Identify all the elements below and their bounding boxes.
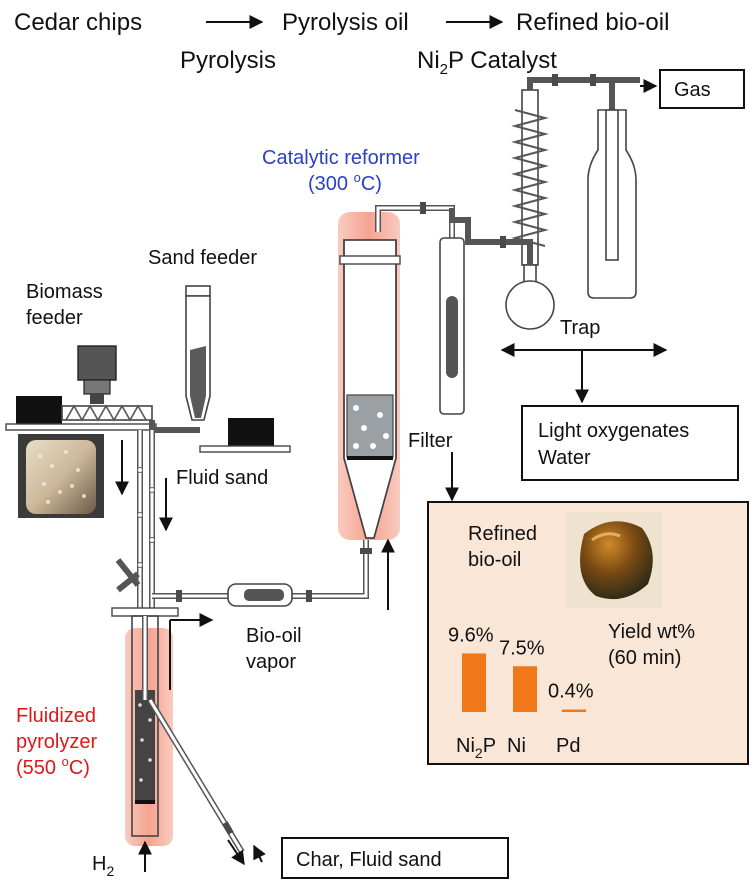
- char-arrow: [227, 839, 245, 866]
- category-label-ni: Ni: [507, 735, 526, 757]
- pyrolyzer-bed: [135, 690, 155, 800]
- reformer-temperature-label: (300 oC): [308, 170, 382, 195]
- bar-pd: [562, 709, 586, 712]
- filter: Filter: [408, 237, 465, 452]
- cedar-chips-photo: [18, 434, 104, 518]
- yield-time-label: (60 min): [608, 647, 681, 669]
- bottle-dip-tube: [605, 109, 619, 261]
- pyrolysis-oil-label: Pyrolysis oil: [282, 9, 409, 36]
- value-label-pd: 0.4%: [548, 681, 594, 703]
- refined-bio-oil-label: Refined bio-oil: [516, 9, 669, 36]
- water-label: Water: [538, 447, 591, 469]
- filter-label: Filter: [408, 430, 453, 452]
- bio-oil-label: bio-oil: [468, 549, 521, 571]
- biomass-feeder-label-2: feeder: [26, 307, 83, 329]
- sand-feeder-cap: [185, 285, 211, 297]
- fluidized-pyrolyzer: [131, 615, 159, 837]
- light-oxygenates-box: [521, 405, 739, 481]
- catalyst-step-label: Ni2P Catalyst: [417, 47, 557, 78]
- refined-label: Refined: [468, 523, 537, 545]
- bar-ni: [513, 666, 537, 712]
- category-label-ni2p: Ni2P: [456, 735, 496, 761]
- sand-feeder-table: [199, 445, 291, 453]
- sand-motor: [228, 418, 274, 450]
- reformer-flange: [339, 255, 401, 265]
- yield-label: Yield wt%: [608, 621, 695, 643]
- catalyst-pellets: [353, 405, 389, 449]
- filter-element: [446, 296, 458, 378]
- valve: [306, 590, 312, 602]
- valve: [552, 74, 558, 86]
- sand-feeder: [185, 285, 211, 421]
- trap-label: Trap: [560, 317, 600, 339]
- feed-pipe-beads: [137, 467, 155, 568]
- side-port: [115, 558, 141, 587]
- fluidized-label: Fluidized: [16, 705, 96, 727]
- screw-flights: [65, 404, 147, 422]
- sand-feeder-label: Sand feeder: [148, 247, 257, 269]
- bio-oil-vapor-label: Bio-oil: [246, 625, 302, 647]
- feed-pipe-top: [149, 420, 200, 433]
- yield-bar-chart: 9.6% Ni2P 7.5% Ni 0.4% Pd: [448, 624, 594, 761]
- valve: [500, 236, 506, 248]
- gas-box: [659, 69, 745, 109]
- biomass-feeder-label: Biomass: [26, 281, 103, 303]
- gas-label: Gas: [674, 79, 711, 101]
- catalytic-reformer: Catalytic reformer (300 oC): [262, 147, 420, 539]
- value-label-ni: 7.5%: [499, 637, 545, 659]
- fluid-sand-label: Fluid sand: [176, 467, 268, 489]
- catalytic-reformer-label: Catalytic reformer: [262, 147, 420, 169]
- filter-to-condenser-pipe: [449, 208, 533, 265]
- pyrolyzer-label: pyrolyzer: [16, 731, 97, 753]
- pyrolysis-step-label: Pyrolysis: [180, 47, 276, 74]
- char-label: Char, Fluid sand: [296, 849, 442, 871]
- condenser-coil: [511, 109, 549, 247]
- condenser-assembly: [505, 74, 640, 330]
- category-label-pd: Pd: [556, 735, 580, 757]
- valve: [590, 74, 596, 86]
- bio-oil-vapor-label-2: vapor: [246, 651, 296, 673]
- char-box: [281, 837, 509, 879]
- valve: [360, 548, 372, 554]
- results-inset: Refined bio-oil Yield wt% (60 min) 9.6% N…: [427, 501, 749, 765]
- pyrolyzer-flange: [111, 607, 179, 617]
- h2-label: H2: [92, 853, 114, 879]
- valve: [420, 202, 426, 214]
- valve: [176, 590, 182, 602]
- valve: [222, 821, 234, 835]
- light-oxygenates-label: Light oxygenates: [538, 420, 689, 442]
- pyrolyzer-temperature-label: (550 oC): [16, 754, 90, 779]
- catalyst-support: [347, 456, 393, 460]
- feeder-table: [5, 423, 157, 431]
- refined-oil-photo: [566, 512, 662, 608]
- cedar-chips-label: Cedar chips: [14, 9, 142, 36]
- bar-ni2p: [462, 653, 486, 712]
- biomass-feeder: [77, 345, 117, 404]
- round-bottom-flask: [505, 280, 555, 330]
- gas-outlet-pipe: [527, 77, 615, 110]
- process-chain: Cedar chips Pyrolysis oil Refined bio-oi…: [14, 9, 669, 78]
- sand-fill: [190, 346, 206, 418]
- char-return-arrow: [253, 844, 266, 863]
- biomass-motor: [16, 396, 62, 428]
- biomass-hopper: [77, 345, 117, 381]
- value-label-ni2p: 9.6%: [448, 624, 494, 646]
